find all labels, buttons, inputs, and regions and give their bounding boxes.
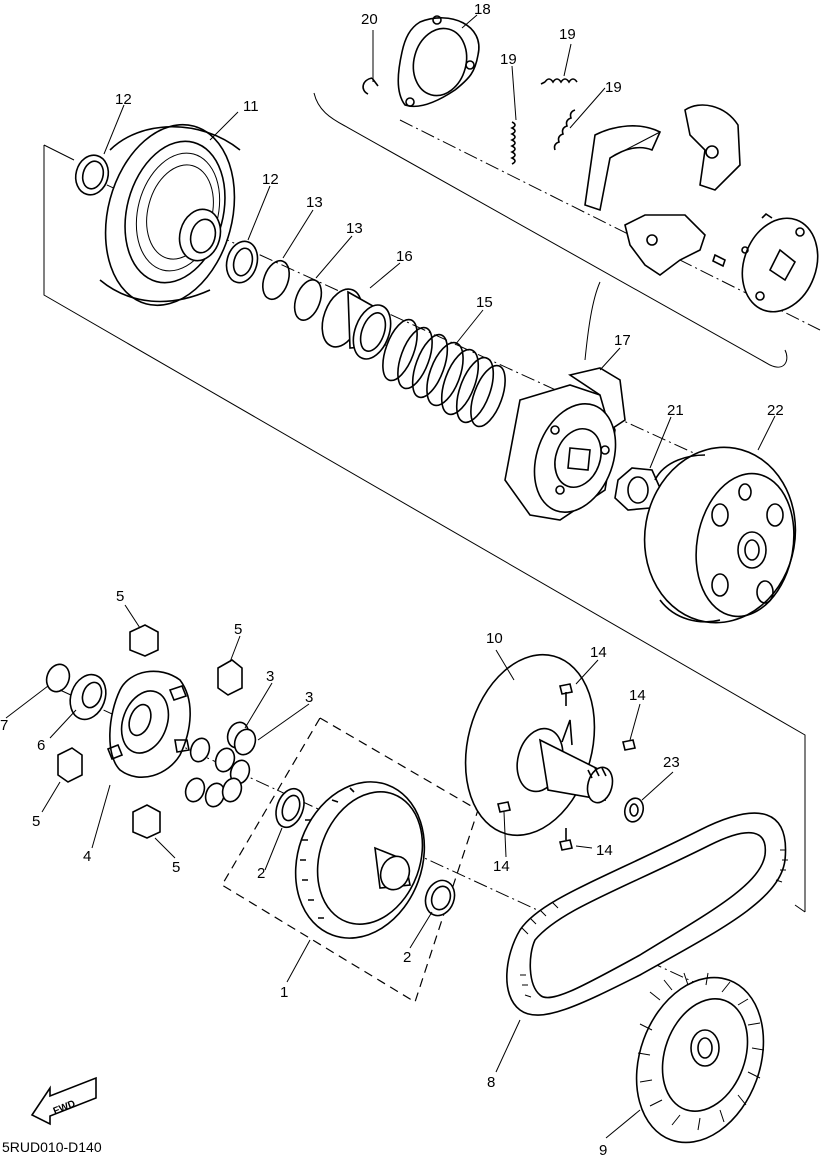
callout-4: 4 — [83, 848, 91, 865]
callout-22: 22 — [767, 402, 784, 419]
part-15-compression-spring — [382, 318, 506, 428]
callout-19: 19 — [559, 26, 576, 43]
callout-18: 18 — [474, 1, 491, 18]
part-9-fan — [635, 972, 765, 1144]
callout-23: 23 — [663, 754, 680, 771]
callout-20: 20 — [361, 11, 378, 28]
callout-5: 5 — [234, 621, 242, 638]
clutch-shoe-set — [584, 104, 819, 313]
callout-14: 14 — [596, 842, 613, 859]
callout-16: 16 — [396, 248, 413, 265]
part-22-clutch-housing — [643, 446, 797, 624]
part-23-washer — [623, 797, 645, 823]
part-5-sliders — [57, 624, 243, 839]
callout-7: 7 — [0, 717, 8, 734]
callout-14: 14 — [493, 858, 510, 875]
callout-13: 13 — [346, 220, 363, 237]
primary-sheave-group-box — [221, 717, 479, 1003]
part-6-bearing — [69, 673, 107, 721]
callout-11: 11 — [243, 98, 259, 115]
callout-12: 12 — [115, 91, 132, 108]
callout-1: 1 — [280, 984, 288, 1001]
fwd-arrow-icon: FWD — [30, 1076, 97, 1126]
callout-6: 6 — [37, 737, 45, 754]
part-2-collars — [275, 787, 456, 917]
assembly-bracket-lines — [43, 92, 806, 913]
part-8-v-belt — [506, 812, 788, 1016]
callout-9: 9 — [599, 1142, 607, 1156]
callout-3: 3 — [305, 689, 313, 706]
callout-13: 13 — [306, 194, 323, 211]
part-13-o-rings — [262, 259, 323, 321]
callout-8: 8 — [487, 1074, 495, 1091]
callout-leader-lines — [5, 14, 776, 1139]
callout-5: 5 — [32, 813, 40, 830]
part-10-fixed-sheave — [464, 653, 614, 837]
callout-5: 5 — [172, 859, 180, 876]
callout-19: 19 — [605, 79, 622, 96]
part-16-collar — [321, 288, 392, 360]
callout-10: 10 — [486, 630, 503, 647]
callout-21: 21 — [667, 402, 684, 419]
part-4-cam-plate — [106, 670, 191, 779]
diagram-code: 5RUD010-D140 — [2, 1139, 102, 1155]
part-3-weight-rollers — [184, 721, 257, 808]
callout-17: 17 — [614, 332, 631, 349]
part-14-bolts — [497, 683, 636, 851]
part-18-gasket — [397, 15, 480, 108]
part-7-o-ring — [45, 663, 71, 693]
callout-19: 19 — [500, 51, 517, 68]
part-11-sliding-sheave — [99, 123, 241, 307]
callout-2: 2 — [257, 865, 265, 882]
callout-14: 14 — [590, 644, 607, 661]
callout-5: 5 — [116, 588, 124, 605]
part-19-springs — [510, 78, 578, 165]
part-12-oil-seals — [74, 154, 259, 284]
callout-labels: 20 18 19 19 19 12 11 12 13 13 16 15 17 2… — [0, 1, 784, 1156]
part-1-primary-sheave — [294, 781, 426, 939]
callout-3: 3 — [266, 668, 274, 685]
callout-12: 12 — [262, 171, 279, 188]
callout-2: 2 — [403, 949, 411, 966]
part-20-circlip — [362, 77, 379, 95]
part-17-clutch-assembly — [504, 367, 626, 521]
callout-14: 14 — [629, 687, 646, 704]
callout-15: 15 — [476, 294, 493, 311]
